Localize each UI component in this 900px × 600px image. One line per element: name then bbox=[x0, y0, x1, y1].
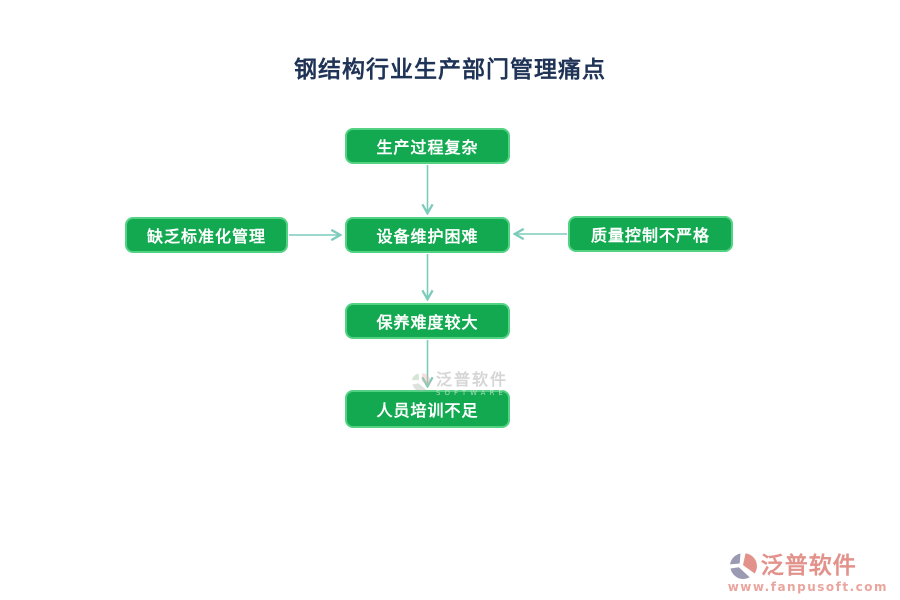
fanpu-logo-icon bbox=[729, 553, 757, 579]
node-label: 人员培训不足 bbox=[376, 401, 479, 420]
node-production-process: 生产过程复杂 bbox=[345, 128, 510, 164]
node-upkeep-difficulty: 保养难度较大 bbox=[345, 303, 510, 339]
node-label: 设备维护困难 bbox=[376, 227, 479, 246]
watermark-text: 泛普软件 bbox=[436, 370, 509, 389]
node-quality-control: 质量控制不严格 bbox=[568, 216, 733, 252]
page-title: 钢结构行业生产部门管理痛点 bbox=[294, 57, 606, 83]
node-personnel-training: 人员培训不足 bbox=[345, 390, 510, 428]
brand-logo-block: 泛普软件 www.fanpusoft.com bbox=[728, 551, 888, 594]
node-equipment-maintenance: 设备维护困难 bbox=[345, 217, 510, 253]
node-label: 缺乏标准化管理 bbox=[146, 227, 266, 246]
node-label: 生产过程复杂 bbox=[376, 138, 479, 157]
node-label: 质量控制不严格 bbox=[590, 226, 710, 245]
node-label: 保养难度较大 bbox=[376, 313, 479, 332]
brand-url: www.fanpusoft.com bbox=[727, 580, 888, 594]
node-lack-standardization: 缺乏标准化管理 bbox=[125, 217, 288, 253]
brand-name: 泛普软件 bbox=[760, 553, 857, 579]
